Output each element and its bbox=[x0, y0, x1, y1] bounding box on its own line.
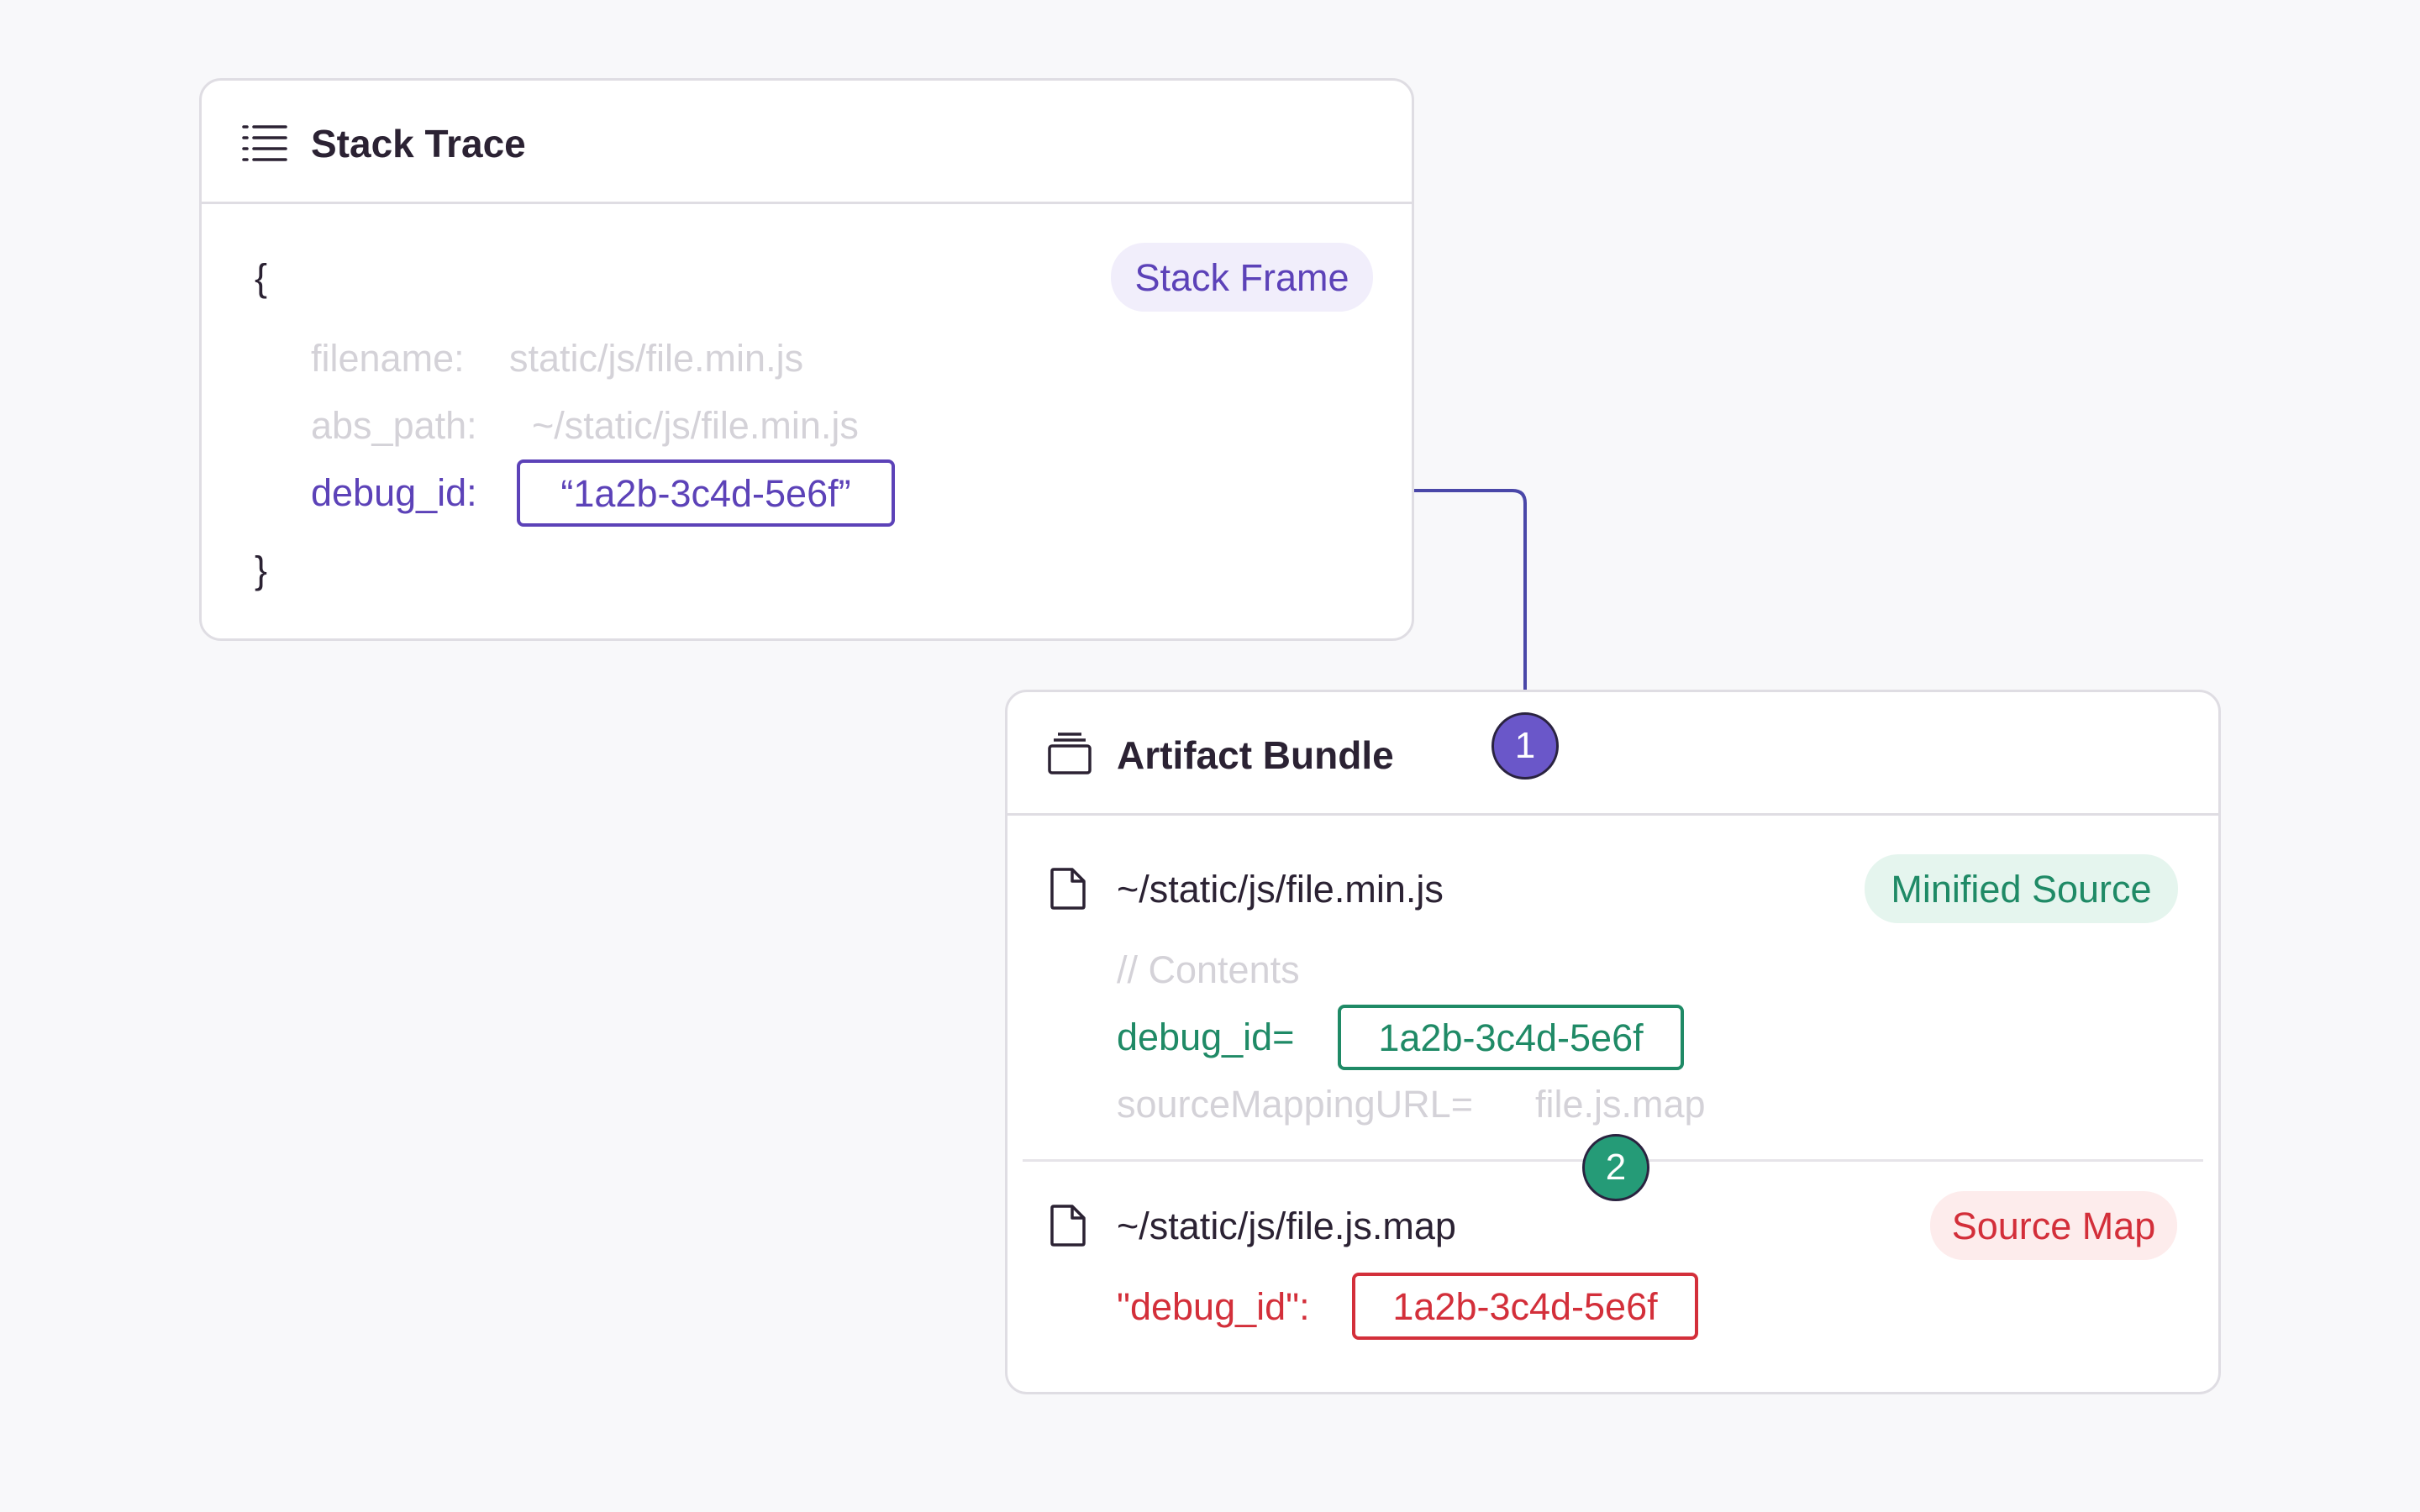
step-1-badge: 1 bbox=[1491, 712, 1559, 780]
connector-stack-to-bundle bbox=[892, 489, 1527, 746]
minified-path: ~/static/js/file.min.js bbox=[1117, 868, 1444, 911]
stack-trace-card: Stack Trace { Stack Frame filename: stat… bbox=[199, 78, 1414, 641]
source-map-tag: Source Map bbox=[1930, 1191, 2177, 1260]
archive-box-icon bbox=[1048, 732, 1092, 779]
stack-trace-header: Stack Trace bbox=[202, 81, 1412, 204]
minified-debug-id-key: debug_id= bbox=[1117, 1016, 1295, 1058]
sourcemap-path: ~/static/js/file.js.map bbox=[1117, 1205, 1456, 1247]
open-brace: { bbox=[255, 256, 268, 299]
step-2-badge: 2 bbox=[1582, 1134, 1649, 1201]
list-icon bbox=[242, 123, 287, 165]
close-brace: } bbox=[255, 549, 268, 591]
sourcemap-debug-id-value: 1a2b-3c4d-5e6f bbox=[1352, 1273, 1698, 1340]
sourcemap-debug-id-key: "debug_id": bbox=[1117, 1285, 1310, 1328]
filename-value: static/js/file.min.js bbox=[509, 337, 804, 380]
abs-path-value: ~/static/js/file.min.js bbox=[532, 404, 859, 447]
artifact-bundle-card: Artifact Bundle ~/static/js/file.min.js … bbox=[1005, 690, 2221, 1394]
minified-source-tag: Minified Source bbox=[1865, 854, 2178, 923]
contents-comment: // Contents bbox=[1117, 948, 1300, 991]
source-mapping-url-key: sourceMappingURL= bbox=[1117, 1083, 1473, 1126]
filename-key: filename: bbox=[311, 337, 465, 380]
stack-trace-title: Stack Trace bbox=[311, 122, 526, 165]
stack-debug-id-value: “1a2b-3c4d-5e6f” bbox=[517, 459, 895, 527]
abs-path-key: abs_path: bbox=[311, 404, 477, 447]
artifact-bundle-title: Artifact Bundle bbox=[1117, 733, 1394, 777]
file-icon bbox=[1050, 1205, 1086, 1251]
stack-debug-id-key: debug_id: bbox=[311, 471, 477, 514]
stack-frame-tag: Stack Frame bbox=[1111, 243, 1373, 312]
artifact-bundle-header: Artifact Bundle bbox=[1007, 692, 2218, 816]
file-icon bbox=[1050, 868, 1086, 914]
source-mapping-url-value: file.js.map bbox=[1535, 1083, 1706, 1126]
minified-debug-id-value: 1a2b-3c4d-5e6f bbox=[1338, 1005, 1684, 1070]
